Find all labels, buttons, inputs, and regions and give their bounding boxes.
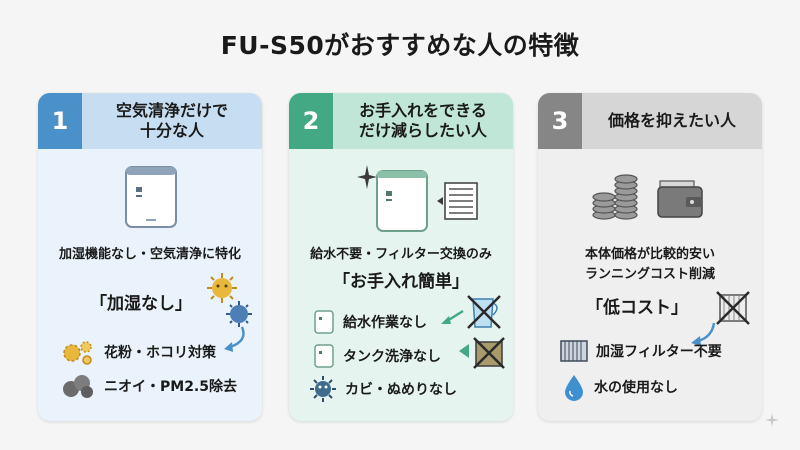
- curved-arrow-icon: [224, 326, 245, 352]
- filter-sheet-icon: [437, 182, 478, 220]
- card-heading-line2: 十分な人: [139, 121, 204, 140]
- card-heading: お手入れをできる だけ減らしたい人: [339, 93, 507, 149]
- wallet-icon: [657, 180, 703, 218]
- air-purifier-icon: [125, 166, 177, 228]
- card-heading-line2: だけ減らしたい人: [358, 121, 487, 140]
- feature-row: 加湿フィルター不要: [560, 339, 722, 363]
- card-description-line2: ランニングコスト削減: [584, 267, 715, 282]
- card-low-cost: 3 価格を抑えたい人 本体価格が比較的安い ランニングコスト削減 「低コスト」: [538, 93, 762, 421]
- feature-row: 花粉・ホコリ対策: [60, 337, 216, 367]
- purifier-small-icon: [314, 344, 334, 368]
- feature-label: カビ・ぬめりなし: [345, 382, 457, 398]
- feature-row: タンク洗浄なし: [313, 343, 441, 369]
- card-heading: 価格を抑えたい人: [588, 93, 756, 149]
- humidifier-filter-icon: [560, 340, 588, 362]
- feature-row: 水の使用なし: [562, 373, 678, 401]
- page-title: FU-S50がおすすめな人の特徴: [220, 31, 580, 60]
- feature-row: カビ・ぬめりなし: [309, 375, 457, 403]
- card-highlight: 「加湿なし」: [90, 294, 192, 314]
- arrow-icon: [441, 309, 464, 324]
- coin-stack-icon: [592, 174, 638, 220]
- card-heading-line1: 価格を抑えたい人: [607, 111, 736, 130]
- feature-row: 給水作業なし: [313, 309, 427, 335]
- card-heading-line1: 空気清浄だけで: [115, 101, 228, 120]
- no-water-pitcher-icon: [467, 295, 501, 329]
- card-header: 3 価格を抑えたい人: [538, 93, 762, 149]
- card-heading-line1: お手入れをできる: [359, 101, 487, 120]
- pollen-icon: [207, 273, 237, 303]
- feature-label: 水の使用なし: [594, 380, 678, 396]
- feature-label: 花粉・ホコリ対策: [104, 345, 216, 361]
- water-drop-icon: [565, 375, 583, 401]
- pollen-cluster-icon: [63, 341, 92, 365]
- card-highlight: 「低コスト」: [586, 298, 688, 318]
- card-header: 1 空気清浄だけで 十分な人: [38, 93, 262, 149]
- card-highlight: 「お手入れ簡単」: [333, 272, 469, 292]
- card-description-line1: 本体価格が比較的安い: [584, 247, 715, 262]
- card-low-maintenance: 2 お手入れをできる だけ減らしたい人 給水不要・フィルター交換のみ 「お手入れ…: [289, 93, 513, 421]
- no-filter-icon: [716, 291, 750, 325]
- mold-icon: [310, 376, 336, 402]
- card-description: 給水不要・フィルター交換のみ: [310, 247, 492, 262]
- germ-icon: [226, 301, 252, 327]
- card-number-badge: 1: [38, 93, 82, 149]
- smoke-odor-icon: [63, 375, 93, 398]
- feature-label: タンク洗浄なし: [343, 349, 441, 365]
- arrow-icon: [459, 344, 469, 358]
- card-heading: 空気清浄だけで 十分な人: [88, 93, 256, 149]
- feature-label: 給水作業なし: [343, 315, 427, 331]
- sparkle-icon: [357, 165, 377, 189]
- sparkle-icon: [765, 413, 779, 427]
- air-purifier-icon: [376, 170, 428, 232]
- feature-label: ニオイ・PM2.5除去: [104, 379, 237, 395]
- no-tank-icon: [473, 337, 505, 369]
- feature-row: ニオイ・PM2.5除去: [60, 371, 237, 401]
- card-number-badge: 2: [289, 93, 333, 149]
- card-description: 加湿機能なし・空気清浄に特化: [58, 247, 241, 262]
- card-header: 2 お手入れをできる だけ減らしたい人: [289, 93, 513, 149]
- purifier-small-icon: [314, 310, 334, 334]
- card-number-badge: 3: [538, 93, 582, 149]
- card-air-purify-only: 1 空気清浄だけで 十分な人 加湿機能なし・空気清浄に特化 「加湿なし」: [38, 93, 262, 421]
- feature-label: 加湿フィルター不要: [596, 344, 722, 360]
- curved-arrow-icon: [691, 322, 716, 346]
